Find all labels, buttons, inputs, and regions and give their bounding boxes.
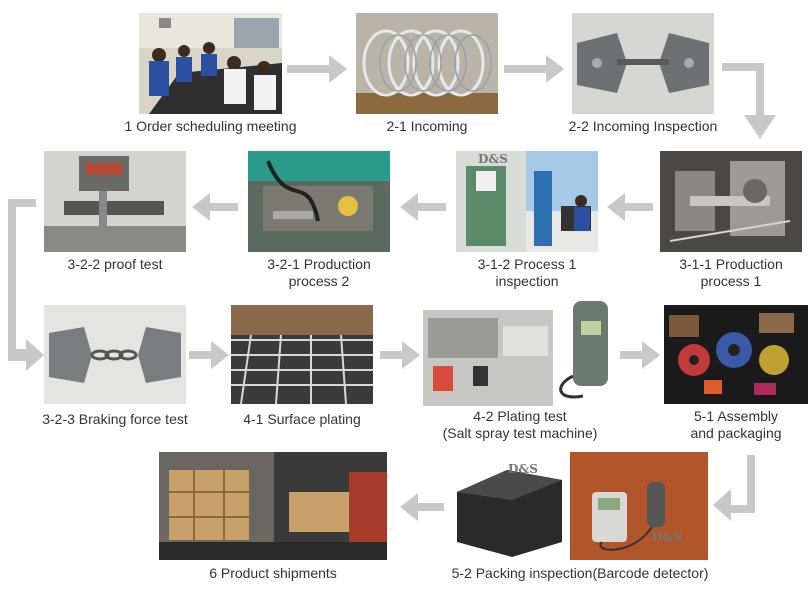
photo-packing-inspection-barcode-detector: D&S D&S <box>452 452 708 560</box>
photo-process-1-inspection: D&S <box>456 151 598 252</box>
caption-production-process-2: 3-2-1 Production process 2 <box>238 256 400 290</box>
arrow-left <box>607 193 653 221</box>
watermark: D&S <box>508 462 538 476</box>
photo-order-scheduling-meeting <box>139 13 282 114</box>
caption-line: (Salt spray test machine) <box>442 425 598 441</box>
arrow-left <box>400 493 444 521</box>
photo-assembly-and-packaging <box>664 305 808 404</box>
photo-production-process-2 <box>248 151 390 252</box>
arrow-left <box>192 193 238 221</box>
arrow-turn-down <box>722 63 776 139</box>
caption-incoming: 2-1 Incoming <box>386 118 468 134</box>
photo-incoming <box>356 13 498 114</box>
arrow-left <box>400 193 446 221</box>
watermark: D&S <box>478 152 508 166</box>
photo-surface-plating <box>231 305 373 404</box>
caption-line: 4-2 Plating test <box>473 408 567 424</box>
caption-line: 5-1 Assembly <box>693 408 779 424</box>
photo-incoming-inspection <box>572 13 714 114</box>
caption-assembly-and-packaging: 5-1 Assembly and packaging <box>654 408 812 442</box>
caption-plating-test: 4-2 Plating test (Salt spray test machin… <box>420 408 620 442</box>
caption-line: and packaging <box>690 425 782 441</box>
photo-proof-test <box>44 151 186 252</box>
caption-incoming-inspection: 2-2 Incoming Inspection <box>568 118 718 134</box>
photo-braking-force-test <box>44 305 186 404</box>
arrow-right <box>189 341 229 369</box>
caption-surface-plating: 4-1 Surface plating <box>243 411 361 427</box>
arrow-turn-down-right <box>8 199 44 371</box>
caption-line: inspection <box>495 273 559 289</box>
watermark: D&S <box>652 530 682 544</box>
photo-production-process-1 <box>660 151 802 252</box>
arrow-right <box>380 341 420 369</box>
caption-product-shipments: 6 Product shipments <box>209 565 337 581</box>
arrow-right <box>287 55 347 83</box>
caption-line: process 2 <box>288 273 350 289</box>
photo-product-shipments <box>159 452 387 560</box>
arrow-turn-left <box>713 455 755 521</box>
arrow-right <box>504 55 564 83</box>
caption-line: 3-1-1 Production <box>679 256 783 272</box>
caption-line: 3-2-1 Production <box>267 256 371 272</box>
arrow-right <box>620 341 660 369</box>
caption-line: 3-1-2 Process 1 <box>477 256 577 272</box>
caption-packing-inspection: 5-2 Packing inspection(Barcode detector) <box>451 565 709 581</box>
caption-proof-test: 3-2-2 proof test <box>67 256 163 272</box>
caption-order-scheduling-meeting: 1 Order scheduling meeting <box>124 118 297 134</box>
caption-process-1-inspection: 3-1-2 Process 1 inspection <box>446 256 608 290</box>
caption-line: process 1 <box>700 273 762 289</box>
photo-salt-spray-test-machine <box>423 296 626 406</box>
caption-braking-force-test: 3-2-3 Braking force test <box>42 411 188 427</box>
caption-production-process-1: 3-1-1 Production process 1 <box>650 256 812 290</box>
